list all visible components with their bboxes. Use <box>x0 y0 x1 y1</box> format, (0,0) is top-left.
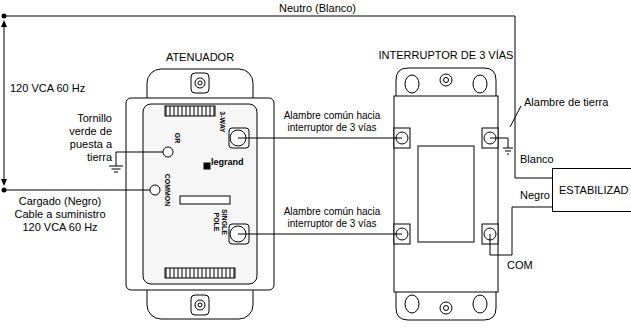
voltage-arrow-line <box>4 22 5 184</box>
switch-drawing <box>388 66 504 322</box>
ground-wire <box>504 138 508 148</box>
arrow-head <box>1 179 7 186</box>
supply-wire <box>4 190 125 191</box>
wire-label: Neutro (Blanco) <box>276 2 359 15</box>
wire-dot <box>2 188 7 193</box>
wire-label: Negro <box>520 189 550 202</box>
wire-connector <box>275 138 388 139</box>
wire-label: Alambre común hacia interruptor de 3 vía… <box>278 206 386 230</box>
box-label: ESTABILIZAD <box>559 184 628 197</box>
wire-label: Alambre común hacia interruptor de 3 vía… <box>278 110 386 134</box>
wire-label: Alambre de tierra <box>524 96 608 109</box>
voltage-label: 120 VCA 60 Hz <box>10 82 85 95</box>
wire-label: Cargado (Negro) Cable a suministro 120 V… <box>6 195 114 234</box>
dimmer-device: ATENUADOR <box>125 68 275 320</box>
ground-symbol <box>109 166 123 172</box>
device-heading: INTERRUPTOR DE 3 VÍAS <box>379 49 514 62</box>
dimmer-drawing <box>125 68 275 320</box>
terminal-label: 3-WAY <box>218 111 226 133</box>
switch-device: INTERRUPTOR DE 3 VÍAS <box>388 66 504 322</box>
terminal-label: SINGLE POLE <box>212 207 228 237</box>
stabilizer-box: ESTABILIZAD <box>552 168 631 212</box>
leader-line <box>510 106 521 127</box>
terminal-label: COM <box>507 259 533 272</box>
device-heading: ATENUADOR <box>166 51 234 64</box>
brand-label: legrand <box>211 157 244 167</box>
arrow-head <box>1 20 7 27</box>
terminal-label: COMMON <box>163 174 171 207</box>
note-label: Tornillo verde de puesta a tierra <box>48 112 112 164</box>
ground-wire <box>116 152 125 166</box>
ground-symbol <box>503 148 513 154</box>
wire-connector <box>275 234 388 235</box>
wire-connector <box>504 207 552 255</box>
wire-dot <box>2 14 7 19</box>
terminal-label: GR <box>173 133 181 144</box>
wire-label: Blanco <box>520 153 554 166</box>
